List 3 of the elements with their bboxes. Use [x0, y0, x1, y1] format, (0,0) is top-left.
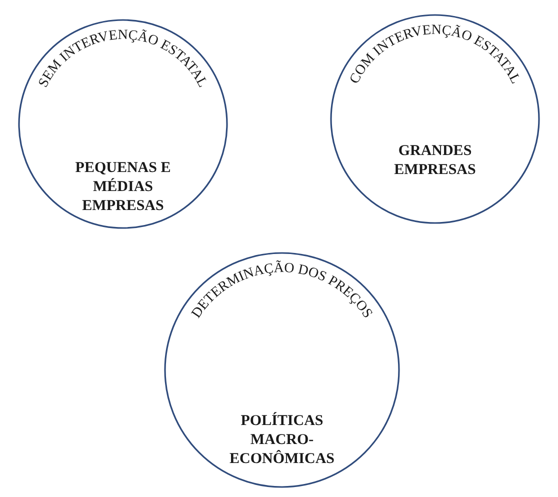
circle-body-text: GRANDES EMPRESAS: [393, 142, 477, 180]
circle-body-text: POLÍTICAS MACRO-ECONÔMICAS: [228, 412, 336, 469]
circle-body-text: PEQUENAS E MÉDIAS EMPRESAS: [74, 159, 172, 216]
